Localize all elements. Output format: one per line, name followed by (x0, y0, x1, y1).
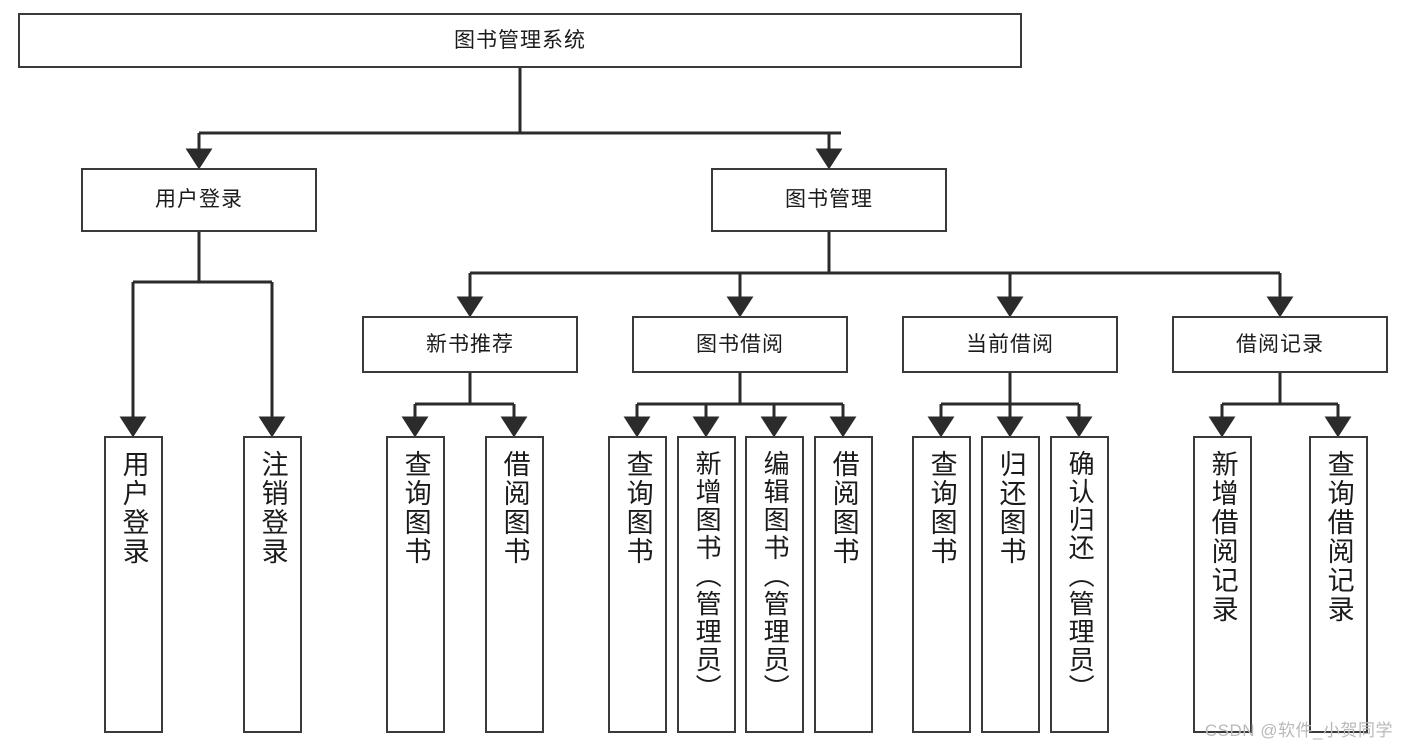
node-label: 查询图书 (622, 450, 653, 566)
node-label: 查询图书 (926, 450, 957, 566)
node-current-borrow[interactable]: 当前借阅 (902, 316, 1118, 373)
node-label: 当前借阅 (966, 332, 1054, 356)
node-book-management[interactable]: 图书管理 (711, 168, 947, 232)
node-label: 新增借阅记录 (1207, 450, 1238, 624)
leaf-current-query-book[interactable]: 查询图书 (912, 436, 971, 733)
node-label: 用户登录 (118, 450, 149, 566)
leaf-borrow-add-book-admin[interactable]: 新增图书（管理员） (677, 436, 736, 733)
node-label: 新书推荐 (426, 332, 514, 356)
node-label: 图书管理 (785, 188, 873, 212)
node-label: 图书借阅 (696, 332, 784, 356)
leaf-borrow-query-book[interactable]: 查询图书 (608, 436, 667, 733)
node-label: 图书管理系统 (454, 28, 586, 52)
node-borrow-record[interactable]: 借阅记录 (1172, 316, 1388, 373)
leaf-borrow-borrow-book[interactable]: 借阅图书 (814, 436, 873, 733)
leaf-borrow-edit-book-admin[interactable]: 编辑图书（管理员） (745, 436, 804, 733)
leaf-logout[interactable]: 注销登录 (243, 436, 302, 733)
node-label: 查询图书 (400, 450, 431, 566)
node-book-borrow[interactable]: 图书借阅 (632, 316, 848, 373)
node-label: 借阅记录 (1236, 332, 1324, 356)
node-label: 查询借阅记录 (1323, 450, 1354, 624)
leaf-current-return-book[interactable]: 归还图书 (981, 436, 1040, 733)
leaf-record-add-record[interactable]: 新增借阅记录 (1193, 436, 1252, 733)
leaf-recommend-borrow-book[interactable]: 借阅图书 (485, 436, 544, 733)
leaf-user-login[interactable]: 用户登录 (104, 436, 163, 733)
node-label: 借阅图书 (499, 450, 530, 566)
leaf-record-query-record[interactable]: 查询借阅记录 (1309, 436, 1368, 733)
node-new-book-recommend[interactable]: 新书推荐 (362, 316, 578, 373)
node-label: 用户登录 (155, 188, 243, 212)
leaf-current-confirm-return-admin[interactable]: 确认归还（管理员） (1050, 436, 1109, 733)
node-label: 编辑图书（管理员） (760, 450, 791, 702)
leaf-recommend-query-book[interactable]: 查询图书 (386, 436, 445, 733)
node-label: 确认归还（管理员） (1065, 450, 1096, 702)
node-user-login[interactable]: 用户登录 (81, 168, 317, 232)
node-root-system[interactable]: 图书管理系统 (18, 13, 1022, 68)
node-label: 注销登录 (257, 450, 288, 566)
node-label: 新增图书（管理员） (692, 450, 723, 702)
node-label: 借阅图书 (828, 450, 859, 566)
node-label: 归还图书 (995, 450, 1026, 566)
